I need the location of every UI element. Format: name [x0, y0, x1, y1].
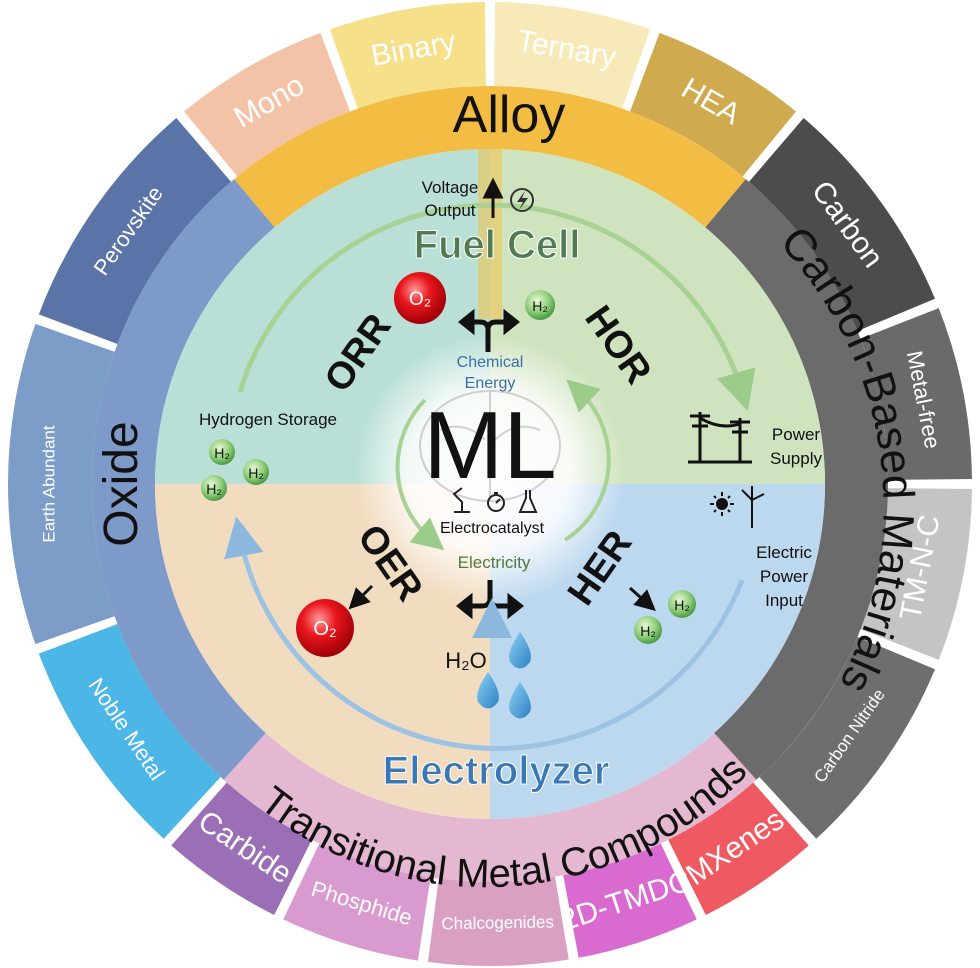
electrolyzer-cycle-arrow — [224, 516, 745, 751]
subcategory-carbon-nitride-segment — [759, 636, 935, 839]
wind-turbine-icon — [741, 486, 765, 528]
subcategory-phosphide-segment — [283, 843, 431, 961]
fuel-cell-cycle-arrow — [237, 202, 756, 412]
water-label: H₂O — [445, 648, 487, 673]
inner-cycle-arrow-right — [563, 379, 611, 542]
subcategory-earth-abundant-label: Earth Abundant — [39, 425, 58, 542]
h2-molecule-storage-2: H₂ — [243, 459, 269, 485]
subcategory-carbon-segment — [749, 118, 935, 332]
subcategory-mono-segment — [184, 32, 350, 177]
subcategory-carbide-segment — [171, 782, 312, 915]
h2-molecule-storage-3: H₂ — [201, 475, 227, 501]
hydrogen-storage-label: Hydrogen Storage — [199, 410, 337, 429]
sun-icon — [710, 492, 734, 516]
electric-power-input-label-1: Electric — [756, 543, 812, 562]
chemical-energy-label-1: Chemical — [457, 354, 524, 371]
voltage-output-label-1: Voltage — [422, 178, 479, 197]
category-alloy-label: Alloy — [453, 86, 566, 144]
subcategory-hea-segment — [630, 32, 796, 177]
svg-text:H₂: H₂ — [214, 445, 230, 461]
h2-molecule-storage-1: H₂ — [209, 439, 235, 465]
flask-icon — [518, 490, 538, 513]
voltage-output-label-2: Output — [424, 201, 475, 220]
category-alloy-segment — [234, 86, 746, 228]
subcategory-mxenes-segment — [668, 782, 809, 915]
power-tower-icon — [688, 412, 752, 464]
subcategory-chalcogenides-label: Chalcogenides — [441, 912, 554, 933]
ml-center-label: ML — [423, 392, 556, 499]
category-oxide-label: Oxide — [95, 421, 148, 546]
her-arrow — [629, 586, 656, 611]
svg-text:H₂: H₂ — [674, 597, 690, 613]
category-oxide-segment — [91, 179, 275, 780]
chemical-energy-label-2: Energy — [465, 375, 516, 392]
oer-arrow — [348, 584, 374, 610]
electrolyzer-title: Electrolyzer — [383, 749, 610, 793]
o2-molecule-oer: O₂ — [296, 599, 354, 657]
subcategory-tmdc-segment — [563, 843, 697, 958]
svg-text:H₂: H₂ — [640, 623, 656, 639]
h2-molecule-her-1: H₂ — [668, 590, 696, 618]
svg-text:H₂: H₂ — [248, 465, 264, 481]
brain-circuit-icon — [419, 390, 561, 502]
subcategory-perovskite-segment — [38, 118, 231, 344]
category-carbon-based-segment — [705, 179, 888, 780]
subcategory-noble-metal-segment — [38, 624, 221, 839]
water-drop-icon-1 — [509, 632, 531, 669]
power-supply-label-1: Power — [772, 425, 821, 444]
lightning-icon — [510, 188, 534, 212]
h2-molecule-her-2: H₂ — [634, 616, 662, 644]
category-ring — [91, 86, 888, 883]
electrocatalyst-label: Electrocatalyst — [440, 520, 545, 537]
electric-power-input-label-2: Power — [760, 567, 809, 586]
o2-molecule-orr: O₂ — [394, 272, 446, 324]
subcategory-earth-abundant-segment — [7, 323, 115, 645]
svg-text:H₂: H₂ — [532, 298, 548, 314]
robot-arm-icon — [452, 487, 470, 513]
water-drop-icon-3 — [509, 682, 531, 719]
water-drop-icon-2 — [477, 672, 499, 709]
fuel-cell-fork-arrow — [457, 308, 521, 352]
electric-power-input-label-3: Input — [765, 591, 803, 610]
power-supply-label-2: Supply — [770, 449, 822, 468]
fuel-cell-title: Fuel Cell — [414, 223, 581, 267]
subcategory-binary-segment — [329, 2, 486, 109]
subcategory-ternary-segment — [494, 2, 651, 109]
subcategory-tm-n-c-segment — [860, 488, 972, 660]
electricity-label: Electricity — [458, 553, 531, 572]
h2-molecule-hor: H₂ — [525, 290, 555, 320]
subcategory-metal-free-segment — [860, 308, 972, 480]
alloy-wedge-stripe — [478, 149, 502, 319]
subcategory-chalcogenides-segment — [427, 876, 569, 966]
stopwatch-icon — [487, 492, 505, 512]
inner-cycle-arrow-left — [395, 398, 445, 551]
svg-text:O₂: O₂ — [313, 618, 336, 640]
svg-text:O₂: O₂ — [409, 289, 431, 310]
category-tmc-segment — [223, 732, 757, 883]
svg-text:H₂: H₂ — [206, 481, 222, 497]
